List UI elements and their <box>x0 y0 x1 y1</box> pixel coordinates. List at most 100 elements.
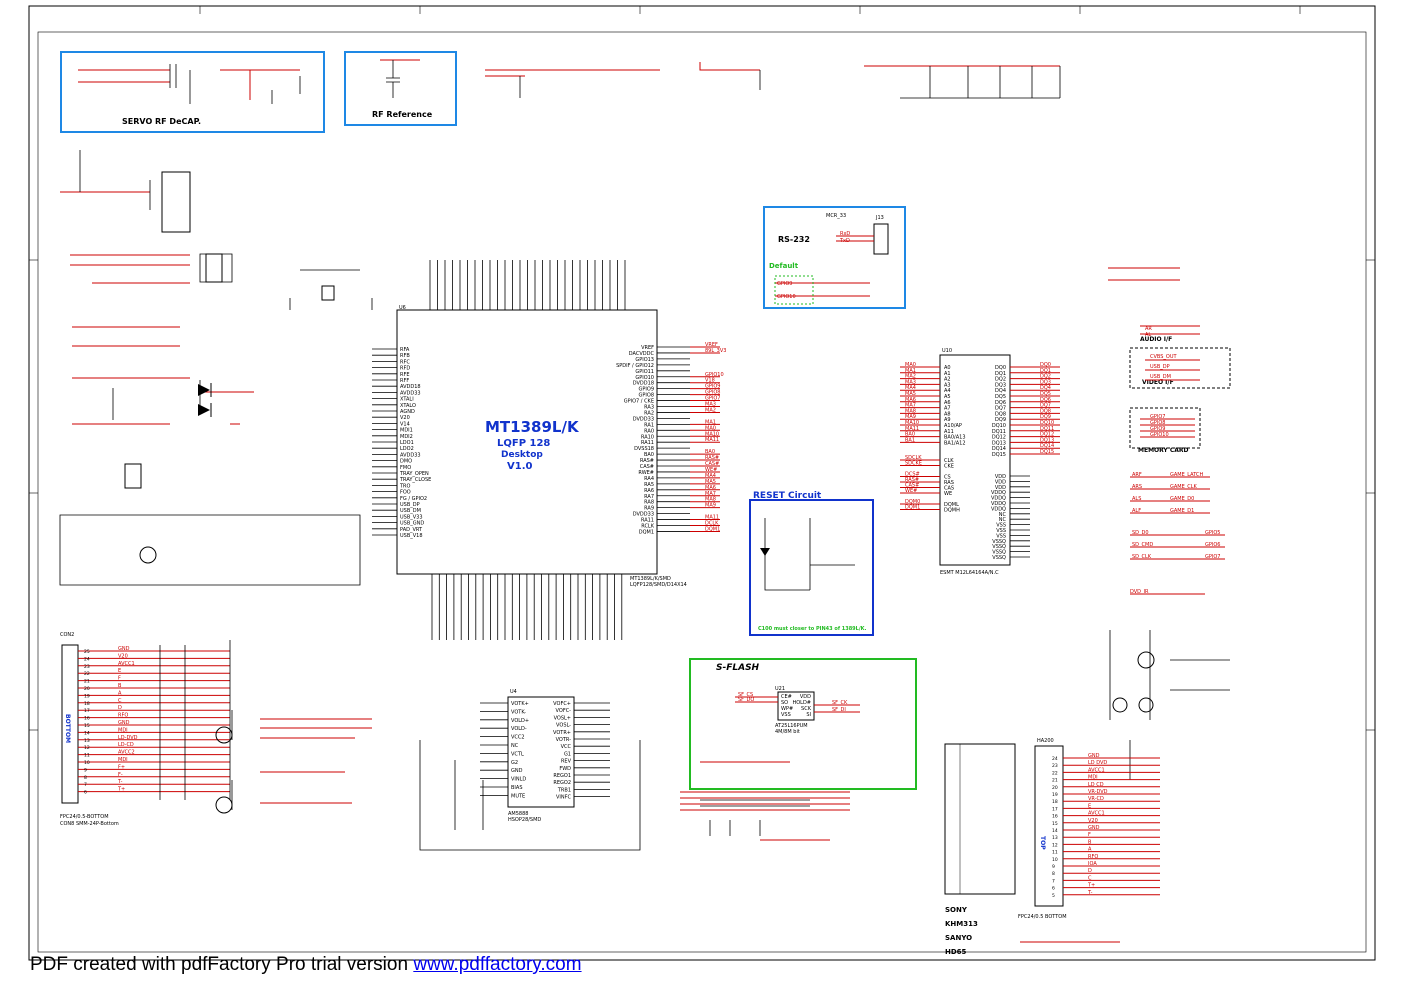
chip-right-pin: RA1 <box>644 422 654 428</box>
chip-right-pin: RA4 <box>644 476 654 482</box>
chip-right-pin: DVDD18 <box>633 381 654 387</box>
sd-signal: GPIO5 <box>1205 530 1220 536</box>
chip-right-net: BA0 <box>705 449 715 455</box>
game-net: ARF <box>1132 472 1142 478</box>
ha-pin-number: 15 <box>1052 821 1058 827</box>
con2-pin-number: 24 <box>84 656 90 662</box>
sflash-block: S-FLASH U21 AT25L16PUM 4M/8M bit CE#SOWP… <box>689 658 917 790</box>
ram-ref: U10 <box>942 348 952 354</box>
chip-right-pin: RA11 <box>641 440 654 446</box>
ha-pin-number: 16 <box>1052 814 1058 820</box>
ha-pin-number: 9 <box>1052 864 1055 870</box>
con2-pin-number: 9 <box>84 767 87 773</box>
ram-ctrl-net: DQM1 <box>905 505 920 511</box>
con2-connector: CON2 BOTTOM FPC24/0.5-BOTTOM CON8 SMM-24… <box>60 632 230 827</box>
ha-net: C <box>1088 875 1092 881</box>
ram-addr-pin: BA1/A12 <box>944 440 966 446</box>
con2-pin-number: 25 <box>84 649 90 655</box>
con2-pin-number: 21 <box>84 679 90 685</box>
driver-pkg: HSOP28/SMD <box>508 817 541 823</box>
video-net: USB_DM <box>1150 374 1171 380</box>
ram-dq-pin: DQ2 <box>995 377 1006 383</box>
driver-right-pin: FWD <box>559 766 571 772</box>
chip-right-net: MA7 <box>705 491 716 497</box>
con2-net: MDI <box>118 727 128 733</box>
con2-net: B <box>118 683 122 689</box>
ha-net: LD DVD <box>1088 760 1107 766</box>
con2-pin-number: 6 <box>84 790 87 796</box>
ram-addr-pin: A3 <box>944 382 951 388</box>
ram-addr-net: MA7 <box>905 403 916 409</box>
khm-label: KHM313 <box>945 920 978 928</box>
chip-right-net: MA1 <box>705 419 716 425</box>
ram-addr-pin: A10/AP <box>944 423 962 429</box>
chip-right-net: MA10 <box>705 431 719 437</box>
driver-right-pin: G1 <box>564 751 571 757</box>
chip-right-net: RAS# <box>705 455 719 461</box>
ram-vcc-pin: VDD <box>995 479 1006 485</box>
chip-left-pin: RFC <box>400 359 410 365</box>
driver-right-pin: REGO1 <box>553 773 571 779</box>
ram-vcc-pin: VSSQ <box>992 555 1006 561</box>
sflash-net: SF_CK <box>832 700 848 706</box>
sflash-pin: SCK <box>801 706 812 712</box>
ha-pin-number: 8 <box>1052 871 1055 877</box>
chip-left-pin: RFB <box>400 353 410 359</box>
driver-left-pin: G2 <box>511 760 518 766</box>
chip-right-pin: RA7 <box>644 494 654 500</box>
ram-dq-pin: DQ1 <box>995 371 1006 377</box>
chip-right-net: MA4 <box>705 473 716 479</box>
con2-pin-number: 22 <box>84 671 90 677</box>
pdffactory-link[interactable]: www.pdffactory.com <box>413 954 582 975</box>
chip-right-net: MA9 <box>705 503 716 509</box>
ram-dq-pin: DQ5 <box>995 394 1006 400</box>
ram-dq-pin: DQ14 <box>992 446 1006 452</box>
ram-dq-net: DQ10 <box>1040 420 1054 426</box>
ram-ctrl-net: RAS# <box>905 477 919 483</box>
ha-net: VR-DVD <box>1088 789 1108 795</box>
ha-net: T- <box>1087 890 1093 896</box>
chip-right-net: MA11 <box>705 515 719 521</box>
ram-dq-net: DQ11 <box>1040 426 1054 432</box>
chip-left-pin: V14 <box>400 421 410 427</box>
ram-ctrl-pin: RAS <box>944 480 954 486</box>
ha200-ref: HA200 <box>1037 738 1054 744</box>
ha-pin-number: 5 <box>1052 893 1055 899</box>
ram-dq-net: DQ13 <box>1040 437 1054 443</box>
chip-left-pin: MDI1 <box>400 428 413 434</box>
ha-net: V20 <box>1088 818 1098 824</box>
ram-addr-pin: A8 <box>944 411 951 417</box>
chip-right-pin: DVDD33 <box>633 512 654 518</box>
driver-right-pin: VCC <box>561 744 572 750</box>
ram-dq-net: DQ14 <box>1040 443 1054 449</box>
ram-vcc-pin: VSSQ <box>992 539 1006 545</box>
driver-left-pin: MUTE <box>511 793 525 799</box>
ram-addr-net: BA0 <box>905 432 915 438</box>
chip-right-pin: BA0 <box>644 452 654 458</box>
rs232-gpio10: GPIO10 <box>777 294 796 300</box>
chip-right-pin: RA2 <box>644 410 654 416</box>
chip-right-pin: RA8 <box>644 500 654 506</box>
rs232-title: RS-232 <box>778 235 810 244</box>
sflash-pin: CE# <box>781 694 792 700</box>
con2-pin-number: 10 <box>84 760 90 766</box>
chip-left-pin: MDI2 <box>400 434 413 440</box>
chip-left-pin: FG / GPIO2 <box>400 496 427 502</box>
con2-pin-number: 23 <box>84 664 90 670</box>
driver-left-pin: GND <box>511 768 523 774</box>
driver-left-pin: VINLD <box>511 777 526 783</box>
sflash-pin: HOLD# <box>792 700 811 706</box>
driver-right-pin: VOTR- <box>556 737 572 743</box>
ha-net: AVCC1 <box>1088 811 1105 817</box>
game-signal: GAME_D1 <box>1170 508 1194 514</box>
sflash-pin: VDD <box>800 694 811 700</box>
driver-right-pin: VOFC+ <box>553 701 571 707</box>
pickup-table: SONY KHM313 SANYO HD65 <box>944 743 1016 956</box>
rs232-ref: J13 <box>875 215 884 221</box>
ha-pin-number: 18 <box>1052 799 1058 805</box>
chip-package: LQFP 128 <box>497 438 550 449</box>
ram-dq-net: DQ9 <box>1040 414 1051 420</box>
ram-ctrl-pin: WE <box>944 491 952 497</box>
con2-net: T+ <box>117 787 125 793</box>
